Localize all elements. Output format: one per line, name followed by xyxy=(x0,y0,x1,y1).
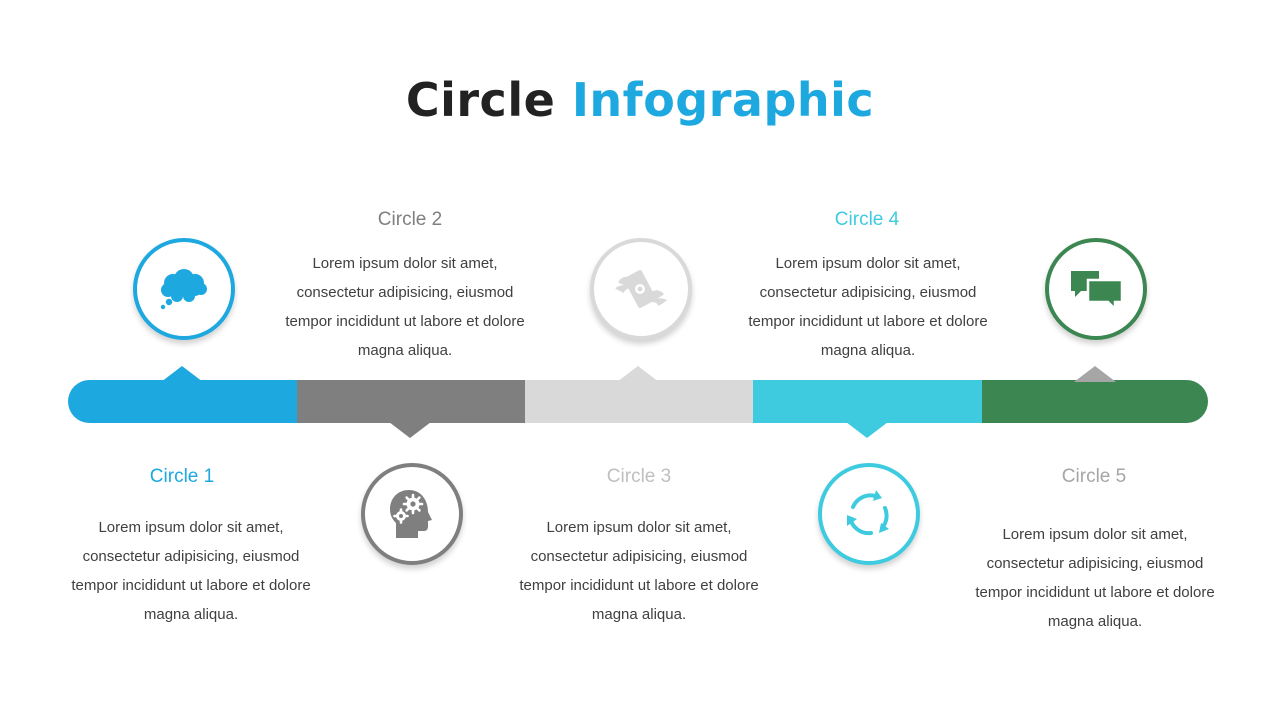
circle-3-description: Lorem ipsum dolor sit amet, consectetur … xyxy=(499,513,779,629)
description-line: magna aliqua. xyxy=(1047,613,1143,630)
timeline-segment-4 xyxy=(753,380,982,423)
circle-5-icon-badge xyxy=(1045,238,1147,340)
circle-1-heading: Circle 1 xyxy=(149,466,215,487)
circle-2-icon-badge xyxy=(361,463,463,565)
description-line: tempor incididunt ut labore et dolore xyxy=(519,577,759,594)
timeline-segment-1 xyxy=(68,380,297,423)
description-line: consectetur adipisicing, eiusmod xyxy=(530,548,748,565)
title-part-1: Circle xyxy=(405,73,556,127)
timeline-pointer-5 xyxy=(1074,366,1116,382)
description-line: Lorem ipsum dolor sit amet, xyxy=(775,255,961,272)
description-line: tempor incididunt ut labore et dolore xyxy=(975,584,1215,601)
circle-5-heading: Circle 5 xyxy=(1061,466,1127,487)
page-title: Circle Infographic xyxy=(0,70,1280,130)
description-line: tempor incididunt ut labore et dolore xyxy=(285,313,525,330)
description-line: tempor incididunt ut labore et dolore xyxy=(71,577,311,594)
description-line: Lorem ipsum dolor sit amet, xyxy=(1002,526,1188,543)
thought-bubble-icon xyxy=(160,269,207,310)
description-line: Lorem ipsum dolor sit amet, xyxy=(98,519,284,536)
timeline-pointer-4 xyxy=(846,422,888,438)
circle-2-heading: Circle 2 xyxy=(377,209,443,230)
circle-3-icon-badge xyxy=(590,238,692,340)
description-line: consectetur adipisicing, eiusmod xyxy=(82,548,300,565)
circle-2-description: Lorem ipsum dolor sit amet, consectetur … xyxy=(265,249,545,365)
description-line: consectetur adipisicing, eiusmod xyxy=(759,284,977,301)
timeline-segment-2 xyxy=(297,380,525,423)
description-line: magna aliqua. xyxy=(591,606,687,623)
circle-4-description: Lorem ipsum dolor sit amet, consectetur … xyxy=(728,249,1008,365)
description-line: consectetur adipisicing, eiusmod xyxy=(296,284,514,301)
timeline-pointer-2 xyxy=(389,422,431,438)
head-gears-icon xyxy=(390,490,432,538)
flying-money-icon xyxy=(615,270,667,308)
timeline-pointer-1 xyxy=(161,366,203,382)
circle-5-description: Lorem ipsum dolor sit amet, consectetur … xyxy=(955,520,1235,636)
timeline-segment-3 xyxy=(525,380,753,423)
description-line: magna aliqua. xyxy=(357,342,453,359)
description-line: magna aliqua. xyxy=(143,606,239,623)
chat-bubbles-icon xyxy=(1071,271,1124,311)
circle-3-heading: Circle 3 xyxy=(606,466,672,487)
circle-4-icon-badge xyxy=(818,463,920,565)
circle-1-description: Lorem ipsum dolor sit amet, consectetur … xyxy=(51,513,331,629)
description-line: Lorem ipsum dolor sit amet, xyxy=(312,255,498,272)
timeline-pointer-3 xyxy=(617,366,659,382)
circle-4-heading: Circle 4 xyxy=(834,209,900,230)
description-line: Lorem ipsum dolor sit amet, xyxy=(546,519,732,536)
circle-1-icon-badge xyxy=(133,238,235,340)
description-line: consectetur adipisicing, eiusmod xyxy=(986,555,1204,572)
refresh-cycle-icon xyxy=(847,490,889,536)
description-line: magna aliqua. xyxy=(820,342,916,359)
title-part-2: Infographic xyxy=(571,73,875,127)
description-line: tempor incididunt ut labore et dolore xyxy=(748,313,988,330)
timeline-segment-5 xyxy=(982,380,1208,423)
